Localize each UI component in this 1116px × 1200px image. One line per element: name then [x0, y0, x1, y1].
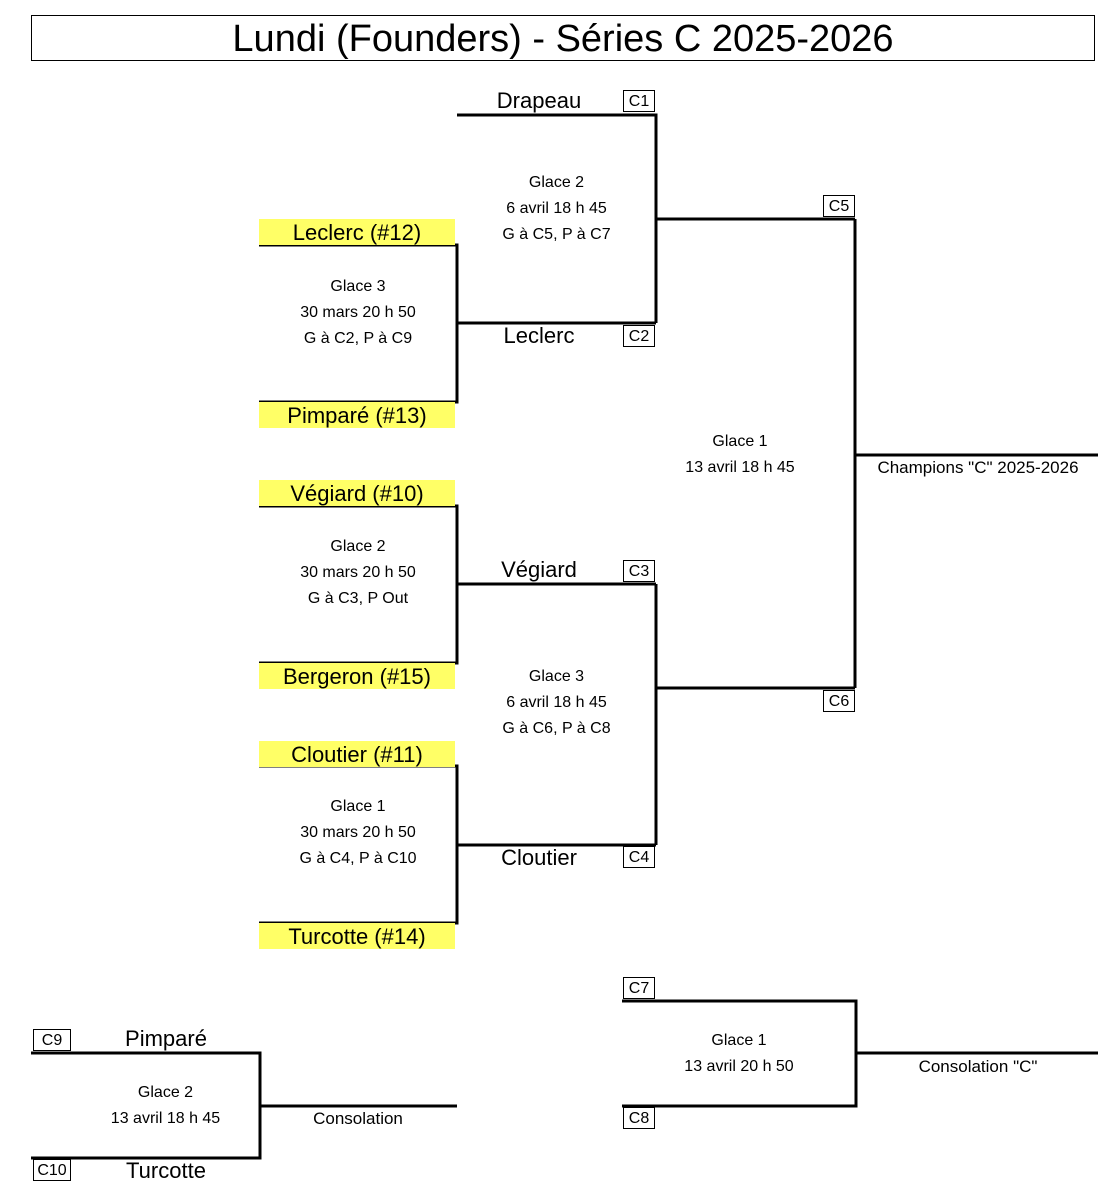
consolation-label: Consolation [313, 1109, 403, 1128]
game-info-r1-top: Glace 3 30 mars 20 h 50 G à C2, P à C9 [259, 274, 457, 352]
game-rink: Glace 2 [137, 1084, 194, 1101]
game-rink: Glace 3 [528, 668, 585, 685]
team-vegiard: Végiard [501, 557, 577, 582]
seed-vegiard: Végiard (#10) [259, 480, 455, 506]
seed-cloutier: Cloutier (#11) [259, 741, 455, 767]
game-date: 30 mars 20 h 50 [300, 304, 416, 321]
game-rink: Glace 1 [711, 1032, 767, 1049]
game-date: 13 avril 20 h 50 [684, 1058, 794, 1075]
code-c4: C4 [623, 846, 655, 868]
game-info-final: Glace 1 13 avril 18 h 45 [656, 429, 824, 481]
game-rule: G à C4, P à C10 [299, 850, 417, 867]
game-date: 13 avril 18 h 45 [685, 459, 795, 476]
code-c6: C6 [823, 690, 855, 712]
game-info-semi-top: Glace 2 6 avril 18 h 45 G à C5, P à C7 [457, 170, 656, 248]
code-c2: C2 [623, 325, 655, 347]
code-c10: C10 [33, 1159, 71, 1181]
team-cloutier: Cloutier [501, 845, 577, 870]
game-info-r1-bot: Glace 1 30 mars 20 h 50 G à C4, P à C10 [259, 794, 457, 872]
seed-pimpare: Pimparé (#13) [259, 402, 455, 428]
game-rink: Glace 2 [330, 538, 386, 555]
game-date: 30 mars 20 h 50 [300, 824, 416, 841]
game-date: 6 avril 18 h 45 [506, 694, 607, 711]
consolation-c-label: Consolation "C" [918, 1057, 1038, 1076]
game-rink: Glace 3 [330, 278, 386, 295]
seed-leclerc: Leclerc (#12) [259, 219, 455, 245]
code-c8: C8 [623, 1107, 655, 1129]
bracket-semi-top [457, 113, 658, 323]
code-c5: C5 [823, 195, 855, 217]
game-info-cons: Glace 2 13 avril 18 h 45 [71, 1080, 260, 1132]
code-c1: C1 [623, 90, 655, 112]
game-rule: G à C6, P à C8 [502, 720, 611, 737]
seed-turcotte: Turcotte (#14) [259, 923, 455, 949]
game-date: 6 avril 18 h 45 [506, 200, 607, 217]
team-turcotte: Turcotte [126, 1158, 206, 1183]
code-c3: C3 [623, 560, 655, 582]
game-info-cons-final: Glace 1 13 avril 20 h 50 [622, 1028, 856, 1080]
team-drapeau: Drapeau [496, 88, 582, 113]
game-rink: Glace 2 [528, 174, 585, 191]
game-date: 13 avril 18 h 45 [110, 1110, 221, 1127]
game-info-r1-mid: Glace 2 30 mars 20 h 50 G à C3, P Out [259, 534, 457, 612]
team-pimpare: Pimparé [125, 1026, 207, 1051]
game-info-semi-bot: Glace 3 6 avril 18 h 45 G à C6, P à C8 [457, 664, 656, 742]
game-rule: G à C2, P à C9 [303, 330, 413, 347]
code-c9: C9 [33, 1029, 71, 1051]
page-title: Lundi (Founders) - Séries C 2025-2026 [31, 15, 1095, 61]
game-rink: Glace 1 [330, 798, 386, 815]
code-c7: C7 [623, 977, 655, 999]
game-rule: G à C5, P à C7 [502, 226, 611, 243]
game-rink: Glace 1 [712, 433, 768, 450]
game-rule: G à C3, P Out [307, 590, 409, 607]
game-date: 30 mars 20 h 50 [300, 564, 416, 581]
champions-label: Champions "C" 2025-2026 [877, 458, 1079, 477]
team-leclerc: Leclerc [503, 323, 575, 348]
seed-bergeron: Bergeron (#15) [259, 663, 455, 689]
